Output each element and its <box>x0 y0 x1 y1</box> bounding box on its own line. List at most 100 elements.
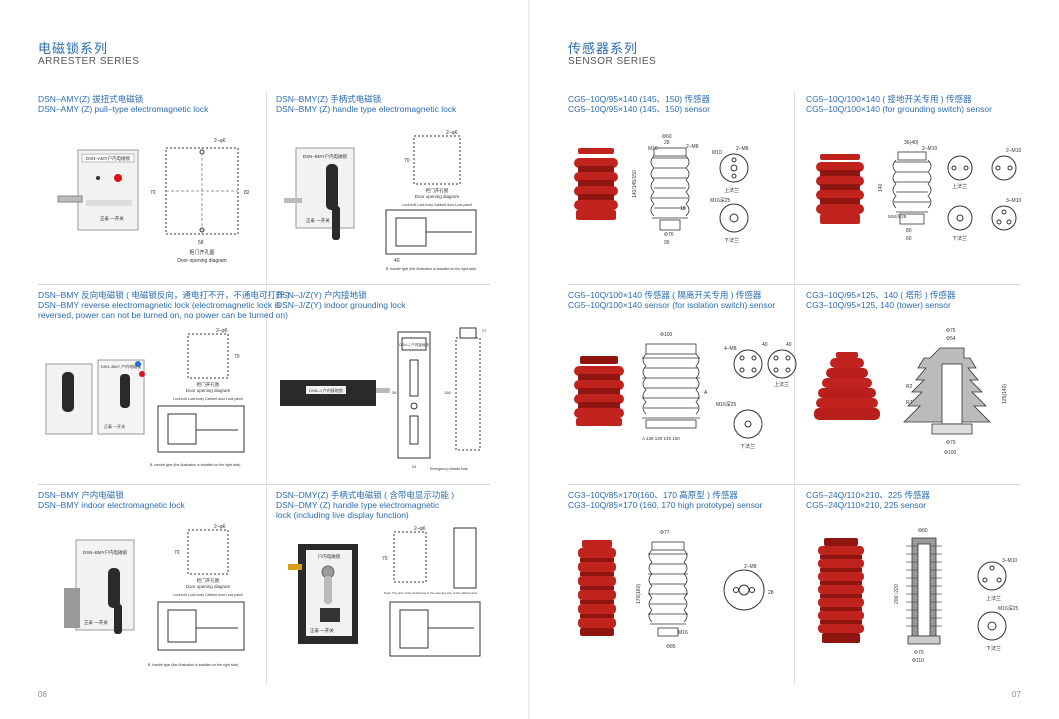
bottom-flange-drawing <box>947 205 973 231</box>
product-title-en: DSN–BMY reverse electromagnetic lock (el… <box>38 300 281 310</box>
model-label: DSN–AMY户内电磁锁 <box>86 155 131 162</box>
side-drawing <box>455 337 481 451</box>
product-title-en: DSN–BMY indoor electromagnetic lock <box>38 500 185 510</box>
dim-label: Φ85 <box>666 644 676 650</box>
model-label: DSN–BMY户内电磁锁 <box>303 153 348 160</box>
dim-label: 28 <box>664 140 670 146</box>
flange-label: 下法兰 <box>952 235 967 242</box>
cutout-drawing <box>393 531 427 583</box>
product-figure: DSN–BMY户内电磁锁 正泰 一开关 2–φ6 70 柜门开孔图 Door o… <box>64 524 245 667</box>
bottom-flange-drawing <box>733 409 763 439</box>
product-figure: Φ60 28 M10 2–M8 140/145/150 18 Φ70 95 2–… <box>574 134 749 246</box>
top-flange-drawing <box>977 561 1007 591</box>
product-title-en: CG5–10Q/100×140 (for grounding switch) s… <box>806 104 992 114</box>
dim-label: 2–M8 <box>744 564 757 570</box>
dim-label: 2–φ6 <box>414 526 426 532</box>
product-title-en: CG5–24Q/110×210, 225 sensor <box>806 500 927 510</box>
flange-label: 上法兰 <box>724 187 739 194</box>
dim-label: 3–M10 <box>1002 558 1018 564</box>
dim-label: 2–M10 <box>1006 148 1022 154</box>
dim-label: 2–M8 <box>686 144 699 150</box>
install-drawing <box>157 405 245 453</box>
dim-label: Φ75 <box>946 328 956 334</box>
dim-label: 3–M10 <box>1006 198 1022 204</box>
product-figure: Φ60 206~220 Φ70 Φ110 3–M10 上法兰 M16深25 下法… <box>818 528 1019 664</box>
dim-label: 27 <box>482 328 487 333</box>
dim-label: 4–M8 <box>724 346 737 352</box>
dim-label: 28 <box>768 590 774 596</box>
product-card-dsn-amy: DSN–AMY(Z) 拔扭式电磁锁 DSN–AMY (Z) pull–type … <box>38 94 278 284</box>
dim-label: 40 <box>786 342 792 348</box>
brand-label: 正泰 一开关 <box>288 397 309 403</box>
dim-label: M10 <box>712 150 722 156</box>
dim-label: R2 <box>906 384 913 390</box>
product-card-cg5-24q: CG5–24Q/110×210、225 传感器 CG5–24Q/110×210,… <box>806 490 1046 680</box>
dim-label: 2–φ6 <box>214 524 226 530</box>
dim-label: Φ100 <box>660 332 673 338</box>
side-drawing <box>453 527 477 589</box>
sensor-drawing <box>892 151 932 225</box>
right-page: 传感器系列 SENSOR SERIES CG5–10Q/95×140 (145、… <box>530 0 1059 719</box>
note-label: B. handle type (the illustration is inst… <box>148 663 238 667</box>
insulator-image <box>578 540 616 636</box>
top-flange-drawing <box>733 349 763 379</box>
caption-en: Door opening diagram <box>186 584 231 589</box>
parts-label: Lock bolt Lock body Cabinet door Lock pa… <box>173 397 243 401</box>
product-title-cn: CG3–10Q/85×170(160、170 高原型 ) 传感器 <box>568 490 738 500</box>
product-title-cn: DSN–DMY(Z) 手柄式电磁锁 ( 含带电显示功能 ) <box>276 490 455 500</box>
product-card-dsn-j: DSN–J/Z(Y) 户内接地锁 DSN–J/Z(Y) indoor groun… <box>276 290 516 480</box>
dim-label: A <box>704 390 708 396</box>
insulator-image <box>574 148 618 220</box>
dim-label: 2–φ6 <box>214 138 226 144</box>
note-label: B. handle type (the illustration is inst… <box>150 463 240 467</box>
top-flange-drawing <box>947 155 973 181</box>
product-title-cn: CG3–10Q/95×125、140 ( 塔形 ) 传感器 <box>806 290 956 300</box>
product-title-en: CG5–10Q/100×140 sensor (for isolation sw… <box>568 300 776 310</box>
top-flange-drawing-alt <box>767 349 797 379</box>
product-figure: 户内电磁锁 正泰 一开关 2–φ6 70 Note: The size of t… <box>288 526 481 657</box>
top-flange-drawing <box>719 153 749 183</box>
dim-label: M10 <box>648 146 658 152</box>
brand-label: 正泰 一开关 <box>100 215 124 222</box>
flange-label: 下法兰 <box>986 645 1001 652</box>
dim-label: 70 <box>150 190 156 196</box>
flange-label: 上法兰 <box>774 381 789 388</box>
dim-label: Φ77 <box>660 530 670 536</box>
flange-label: 上法兰 <box>952 183 967 190</box>
lock-body-image <box>77 149 139 231</box>
sensor-drawing <box>650 147 690 231</box>
cutout-drawing <box>187 529 229 575</box>
dim-label: 70 <box>174 550 180 556</box>
dim-label: 170(160) <box>636 584 642 604</box>
dim-label: 70 <box>382 556 388 562</box>
brand-label: 正泰 一开关 <box>104 423 125 429</box>
divider <box>38 484 490 485</box>
dim-label: M16深25 <box>710 197 731 204</box>
dim-label: 40 <box>762 342 768 348</box>
caption-cn: 柜门开孔图 <box>197 577 220 584</box>
product-figure: Φ75 Φ54 R2 R7 125(140) Φ70 Φ100 <box>814 328 1008 456</box>
install-drawing <box>157 601 245 651</box>
product-figure: Φ100 A A 136 140 145 150 4–M8 40 40 上法兰 … <box>574 332 797 450</box>
dim-label: Φ60 <box>918 528 928 534</box>
product-card-cg5-isolation: CG5–10Q/100×140 传感器 ( 隔离开关专用 ) 传感器 CG5–1… <box>568 290 808 480</box>
dim-label: Φ70 <box>914 650 924 656</box>
product-figure: DSN–BMY户内电磁锁 正泰 一开关 2–φ6 70 柜门开孔图 Door o… <box>284 130 477 271</box>
cutout-drawing <box>413 135 461 185</box>
sensor-drawing <box>648 541 688 637</box>
divider <box>38 284 490 285</box>
insulator-image <box>818 538 864 643</box>
panel-label: DSN–J 户内接地锁 <box>399 342 429 347</box>
divider <box>266 92 267 684</box>
install-drawing <box>385 209 477 255</box>
product-card-cg3-tower: CG3–10Q/95×125、140 ( 塔形 ) 传感器 CG3–10Q/95… <box>806 290 1046 480</box>
dim-label: Φ60 <box>662 134 672 140</box>
section-title-en: SENSOR SERIES <box>568 56 657 67</box>
sensor-drawing <box>903 347 991 435</box>
dim-label: 140 <box>878 183 884 192</box>
insulator-image <box>814 352 880 420</box>
product-card-dsn-bmy-reverse: DSN–BMY 反向电磁锁 ( 电磁锁反向，通电打不开，不通电可打开 ) DSN… <box>38 290 290 480</box>
model-label: DSN–BMY户内电磁锁 <box>83 549 128 556</box>
caption-en: Door opening diagram <box>415 194 460 199</box>
brand-label: 正泰 一开关 <box>306 217 330 224</box>
